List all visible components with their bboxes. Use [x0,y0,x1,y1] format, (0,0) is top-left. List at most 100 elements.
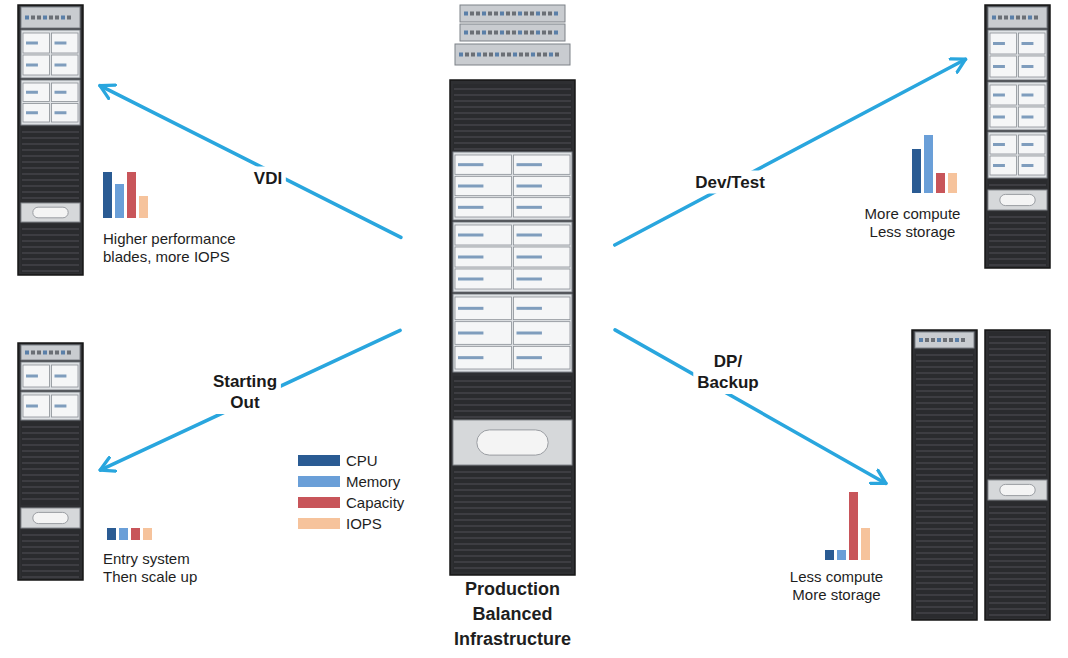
blade-detail [517,332,542,335]
switch-port [459,53,463,57]
blade-detail [458,185,483,188]
panel-line [454,95,571,96]
blank-panel [21,530,80,578]
legend-row: IOPS [298,513,404,534]
panel-line [989,391,1046,392]
blade-detail [458,332,483,335]
switch-port [55,16,59,20]
panel-line [916,595,973,596]
blade-detail [1022,143,1034,146]
blade-server [455,322,512,345]
switch-port [512,12,516,16]
legend-row: Memory [298,471,404,492]
edge-label: VDI [250,167,286,190]
rack-node: Less compute More storage [912,330,1050,620]
panel-line [916,475,973,476]
blade-server [990,33,1017,54]
panel-line [454,381,571,382]
panel-line [989,223,1046,224]
panel-line [916,439,973,440]
panel-line [989,469,1046,470]
switch-unit [988,7,1047,28]
switch-port [536,31,540,35]
blade-detail [458,163,483,166]
panel-line [916,457,973,458]
panel-line [22,186,79,187]
switch-port [500,12,504,16]
legend-swatch [298,497,340,508]
blade-server [1019,107,1046,127]
panel-line [916,487,973,488]
flow-arrow [100,86,401,238]
panel-line [454,478,571,479]
panel-line [916,481,973,482]
blade-detail [993,116,1005,119]
rack-caption: Production Balanced Infrastructure [435,577,590,652]
panel-line [989,513,1046,514]
panel-line [989,549,1046,550]
blade-server [990,56,1017,77]
blade-detail [993,42,1005,45]
blade-chassis [453,152,572,220]
switch-port [506,31,510,35]
panel-line [916,463,973,464]
panel-line [454,149,571,150]
panel-line [22,535,79,536]
panel-line [916,523,973,524]
panel-line [454,399,571,400]
panel-line [916,391,973,392]
rack-frame [18,5,83,275]
panel-line [989,519,1046,520]
blade-server [455,198,512,217]
blade-server [1019,33,1046,54]
blade-detail [55,375,67,378]
blank-panel [21,422,80,505]
panel-line [916,409,973,410]
rack-frame [985,5,1050,268]
rack-frame [912,330,977,620]
switch-port [483,53,487,57]
resource-bar [115,184,124,218]
switch-port [488,31,492,35]
switch-port [25,16,29,20]
switch-port [501,53,505,57]
blade-detail [993,65,1005,68]
blade-detail [26,111,38,114]
switch-port [519,53,523,57]
blade-detail [1022,94,1034,97]
panel-line [454,101,571,102]
blade-detail [517,163,542,166]
blank-panel [915,350,974,618]
blade-detail [26,375,38,378]
switch-port [482,12,486,16]
panel-line [22,168,79,169]
panel-line [989,433,1046,434]
blade-server [514,247,571,267]
resource-bar [127,172,136,218]
panel-line [22,469,79,470]
panel-line [916,367,973,368]
panel-line [916,361,973,362]
blade-detail [517,185,542,188]
panel-line [454,107,571,108]
panel-line [989,241,1046,242]
panel-line [454,125,571,126]
blade-server [23,33,50,53]
switch-port [488,12,492,16]
panel-line [454,113,571,114]
panel-line [989,579,1046,580]
panel-line [989,561,1046,562]
flow-arrow [615,330,886,484]
panel-line [989,507,1046,508]
panel-line [989,409,1046,410]
switch-port [1022,16,1026,20]
storage-unit [988,480,1047,500]
blade-chassis [21,392,80,420]
switch-port [1016,16,1020,20]
blade-server [514,269,571,289]
panel-line [916,607,973,608]
panel-line [22,559,79,560]
panel-line [454,411,571,412]
blade-detail [458,234,483,237]
